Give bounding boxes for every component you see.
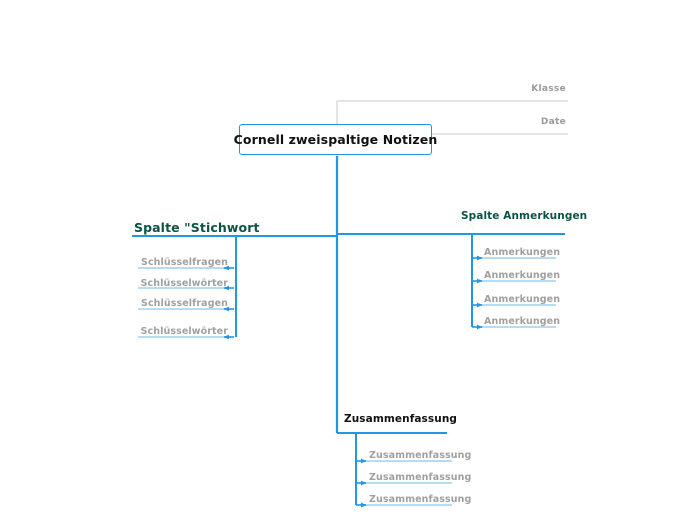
leaf-label-bottom-3[interactable]: Zusammenfassung — [369, 494, 472, 505]
leaf-label-right-2[interactable]: Anmerkungen — [484, 270, 561, 281]
leaf-label-bottom-2[interactable]: Zusammenfassung — [369, 472, 472, 483]
root-node[interactable]: Cornell zweispaltige Notizen — [234, 124, 437, 155]
leaf-label-right-3[interactable]: Anmerkungen — [484, 294, 561, 305]
branch-heading-left[interactable]: Spalte "Stichwort — [134, 220, 260, 235]
leaf-label-left-2[interactable]: Schlüsselwörter — [140, 278, 228, 289]
leaf-label-right-1[interactable]: Anmerkungen — [484, 247, 561, 258]
meta-label-date[interactable]: Date — [540, 117, 566, 127]
leaf-label-left-3[interactable]: Schlüsselfragen — [141, 298, 228, 309]
meta-label-klasse[interactable]: Klasse — [531, 84, 566, 94]
branch-heading-right[interactable]: Spalte Anmerkungen — [461, 210, 588, 222]
branch-heading-bottom[interactable]: Zusammenfassung — [344, 413, 458, 425]
leaf-label-bottom-1[interactable]: Zusammenfassung — [369, 450, 472, 461]
root-node-label: Cornell zweispaltige Notizen — [233, 132, 438, 147]
leaf-label-left-1[interactable]: Schlüsselfragen — [141, 257, 228, 268]
leaf-label-left-4[interactable]: Schlüsselwörter — [140, 326, 228, 337]
leaf-label-right-4[interactable]: Anmerkungen — [484, 316, 561, 327]
